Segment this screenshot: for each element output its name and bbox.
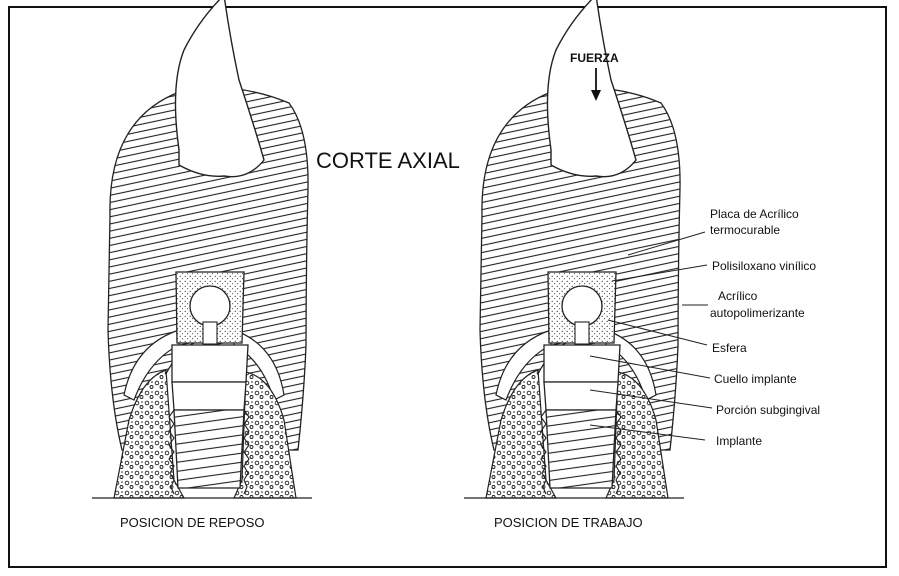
force-label: FUERZA [570,51,619,65]
label-implante: Implante [716,434,762,448]
label-placa-line2: termocurable [710,223,780,237]
caption-rest: POSICION DE REPOSO [120,515,264,530]
label-esfera: Esfera [712,341,747,355]
diagram-title: CORTE AXIAL [316,148,460,173]
label-cuello: Cuello implante [714,372,797,386]
label-acrilico-line1: Acrílico [718,289,758,303]
label-acrilico-line2: autopolimerizante [710,306,805,320]
label-placa-line1: Placa de Acrílico [710,207,799,221]
caption-working: POSICION DE TRABAJO [494,515,643,530]
tooth-model-working [464,0,684,498]
label-polisiloxano: Polisiloxano vinílico [712,259,816,273]
label-porcion: Porción subgingival [716,403,820,417]
tooth-model-rest [92,0,312,498]
